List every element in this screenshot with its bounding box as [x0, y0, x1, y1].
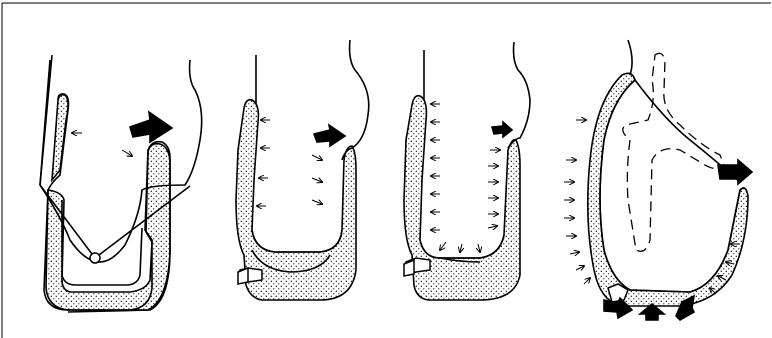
small-arrow-icon [312, 178, 322, 182]
socket-inner-line [420, 235, 504, 258]
heavy-arrow-icon [492, 122, 512, 137]
panel-1 [40, 55, 202, 312]
small-arrow-icon [460, 244, 462, 252]
heavy-arrow-icon [130, 112, 172, 142]
heavy-arrow-icon [718, 160, 752, 184]
inner-socket [62, 200, 142, 285]
heavy-arrow-icon [314, 125, 345, 146]
frame-border [2, 3, 771, 338]
panel-2 [236, 40, 369, 300]
small-arrow-icon [488, 226, 497, 228]
residual-limb [40, 55, 202, 262]
socket-inner-line [600, 80, 740, 292]
small-arrow-icon [122, 150, 132, 156]
small-arrow-icon [312, 155, 322, 160]
joint-icon [90, 253, 100, 263]
pressure-arrows [431, 104, 500, 252]
small-arrow-icon [584, 278, 590, 284]
residual-limb [628, 40, 740, 182]
socket-inner-line [252, 230, 342, 252]
small-arrow-icon [312, 200, 322, 204]
pressure-arrows [257, 120, 322, 206]
small-arrow-icon [478, 244, 480, 252]
small-arrow-icon [570, 252, 579, 254]
small-arrow-icon [440, 242, 446, 250]
socket-upper-stipple [52, 95, 68, 180]
panel-4 [564, 40, 752, 320]
panel-3 [404, 42, 530, 300]
small-arrow-icon [576, 266, 584, 270]
